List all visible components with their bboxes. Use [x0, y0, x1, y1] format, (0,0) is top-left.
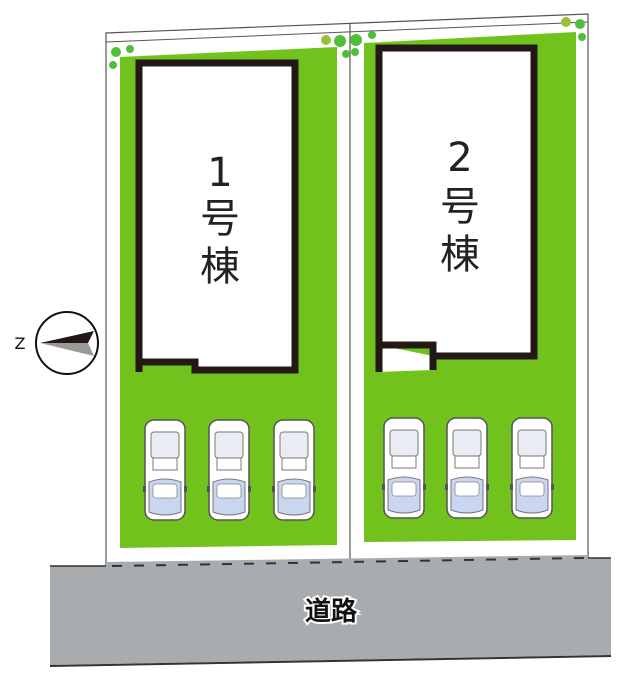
building-1-number: 1: [207, 150, 232, 196]
road-label: 道路: [305, 596, 358, 627]
building-1-tou: 棟: [200, 244, 240, 290]
north-arrow-icon: [35, 311, 99, 375]
parking-car-icon: [381, 417, 427, 519]
building-1: 1 号 棟: [135, 59, 299, 374]
building-1-go: 号: [200, 196, 240, 242]
building-2-tou: 棟: [440, 232, 480, 278]
tree-icon: [109, 17, 586, 69]
parking-car-icon: [271, 419, 317, 521]
parking-car-icon: [509, 417, 555, 519]
building-2-go: 号: [440, 184, 480, 230]
road: [50, 555, 611, 665]
road-edge: [49, 655, 612, 667]
building-2-number: 2: [447, 135, 472, 181]
compass-north-label: Z: [15, 334, 26, 353]
parking-car-icon: [444, 417, 490, 519]
parking-car-icon: [206, 419, 252, 521]
building-2: 2 号 棟: [375, 44, 538, 372]
parking-car-icon: [142, 419, 188, 521]
boundary-inner-line: [105, 21, 589, 43]
